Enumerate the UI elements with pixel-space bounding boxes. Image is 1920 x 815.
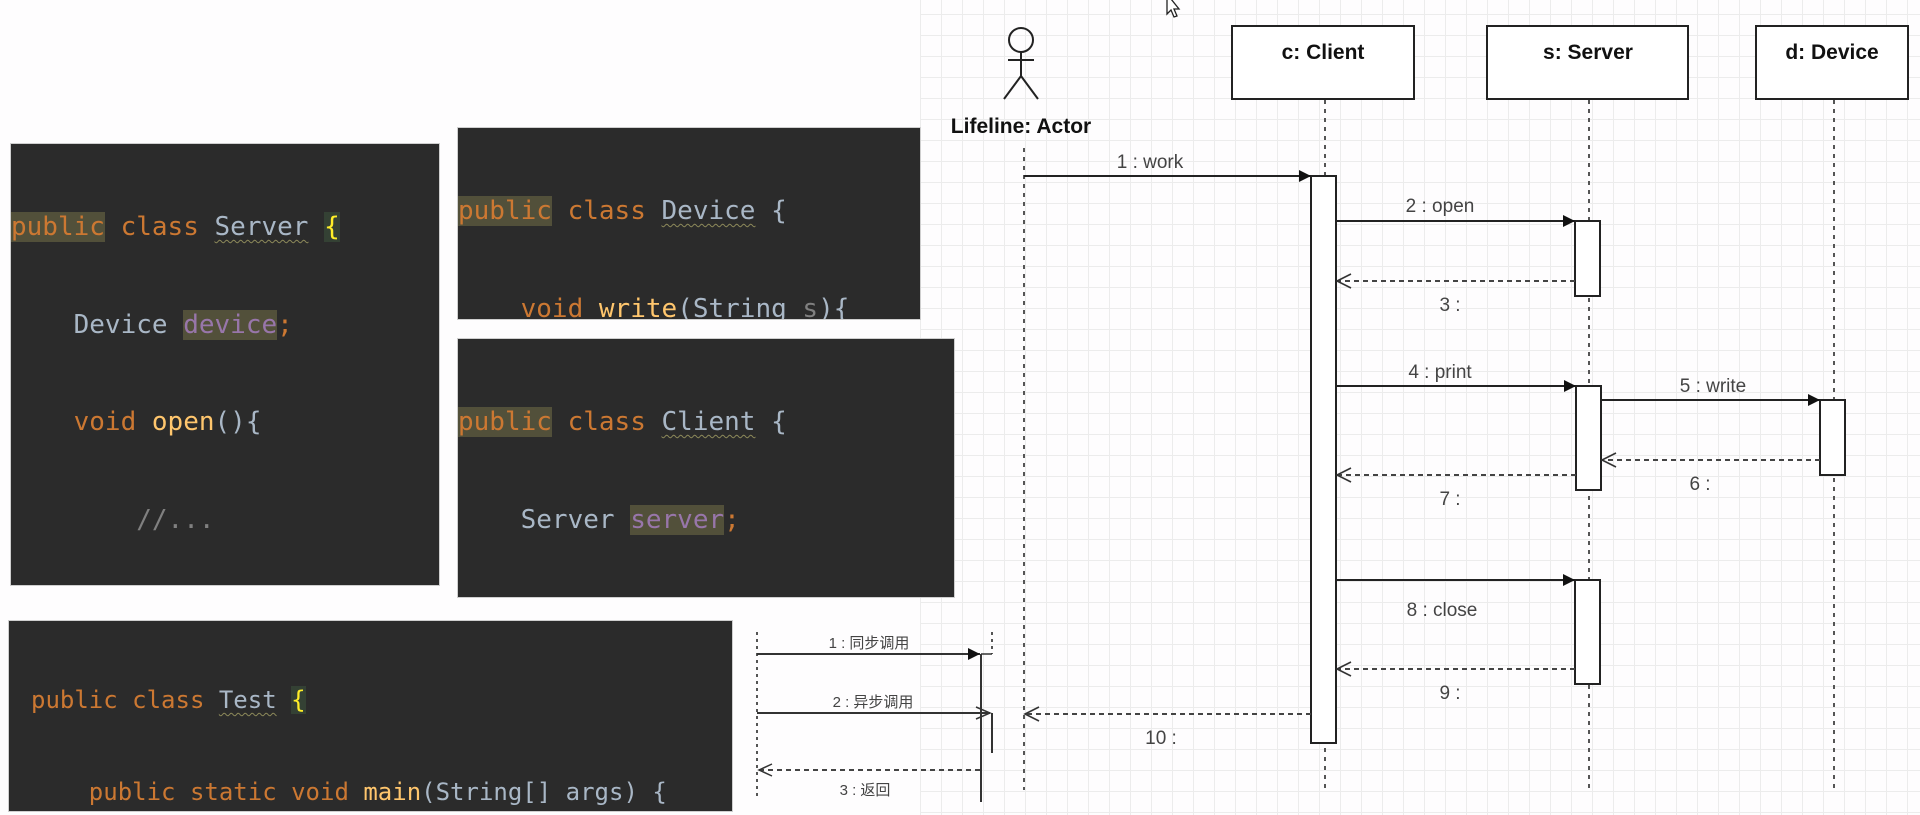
- legend-async-arrowhead: [975, 706, 992, 720]
- actor-leg-left: [1003, 75, 1022, 100]
- message-label: 4 : print: [1408, 362, 1472, 383]
- code-panel-test: public class Test { public static void m…: [8, 620, 733, 812]
- participant-device[interactable]: d: Device: [1755, 25, 1909, 100]
- code-token: Server: [520, 504, 615, 535]
- code-line: void open(){: [11, 406, 439, 439]
- code-line: Server server;: [458, 504, 954, 537]
- code-token: (String[] args) {: [421, 777, 667, 806]
- code-panel-server: public class Server { Device device; voi…: [10, 143, 440, 586]
- open-arrowhead: [1023, 706, 1040, 722]
- actor-label: Lifeline: Actor: [951, 115, 1091, 138]
- message-label: 5 : write: [1680, 376, 1747, 397]
- code-token: write: [598, 293, 678, 320]
- class-name: Server: [214, 212, 309, 242]
- code-token: s: [802, 293, 819, 320]
- code-token: ){: [818, 293, 850, 320]
- legend-return-arrowhead: [757, 763, 773, 777]
- code-token: Device: [73, 309, 168, 340]
- messages: 1 : work 2 : open 3 : 4 : print 5 : write 6 :…: [1023, 152, 1820, 749]
- code-line: void write(String s){: [458, 293, 920, 320]
- message-label: 8 : close: [1407, 600, 1478, 621]
- code-token: class: [132, 686, 205, 714]
- code-token: ;: [724, 504, 740, 535]
- server-activation-print: [1575, 385, 1602, 491]
- code-token: class: [120, 212, 199, 242]
- code-line: Device device;: [11, 309, 439, 342]
- code-line: public class Test {: [31, 685, 732, 716]
- message-label: 6 :: [1689, 474, 1710, 495]
- legend: 1 : 同步调用 2 : 异步调用 3 : 返回: [756, 632, 993, 802]
- code-token: public: [88, 777, 176, 806]
- diagram-grid-background: [920, 0, 1920, 815]
- participant-client[interactable]: c: Client: [1231, 25, 1415, 100]
- legend-return-label: 3 : 返回: [840, 782, 891, 799]
- code-token: static: [189, 777, 277, 806]
- code-token: server: [630, 504, 725, 535]
- client-activation: [1310, 175, 1337, 744]
- code-token: (String: [677, 293, 803, 320]
- code-panel-client: public class Client { Server server; voi…: [457, 338, 955, 598]
- participant-box: [1486, 25, 1689, 100]
- message-label: 10 :: [1145, 728, 1177, 749]
- code-line: //...: [11, 504, 439, 537]
- mouse-cursor-icon: [1166, 0, 1181, 18]
- code-token: public: [458, 407, 552, 437]
- message-label: 7 :: [1439, 489, 1460, 510]
- code-token: main: [363, 777, 422, 806]
- open-arrowhead: [1335, 661, 1352, 677]
- participant-server[interactable]: s: Server: [1486, 25, 1689, 100]
- code-token: device: [183, 309, 278, 340]
- actor-head-icon: [1008, 27, 1034, 53]
- code-token: void: [291, 777, 349, 806]
- code-token: public: [31, 686, 118, 714]
- code-token: public: [11, 212, 105, 242]
- message-label: 1 : work: [1117, 152, 1184, 173]
- code-token: ;: [277, 309, 293, 340]
- class-name: Client: [661, 407, 756, 437]
- code-token: public: [458, 196, 552, 226]
- code-token: (){: [214, 407, 262, 437]
- code-token: //...: [136, 504, 215, 535]
- legend-sync-label: 1 : 同步调用: [829, 635, 910, 652]
- message-label: 9 :: [1439, 683, 1460, 704]
- participant-label: s: Server: [1543, 41, 1633, 64]
- open-arrowhead: [1600, 452, 1617, 468]
- participant-box: [1755, 25, 1909, 100]
- open-arrowhead: [1335, 273, 1352, 289]
- message-label: 3 :: [1439, 295, 1460, 316]
- code-token: {: [755, 196, 787, 226]
- code-panel-device: public class Device { void write(String …: [457, 127, 921, 320]
- code-token: void: [520, 293, 584, 320]
- server-activation-close: [1574, 579, 1601, 685]
- code-token: void: [73, 407, 137, 437]
- code-line: public class Client {: [458, 406, 954, 439]
- message-label: 2 : open: [1406, 196, 1475, 217]
- actor-leg-right: [1020, 75, 1039, 100]
- class-name: Test: [218, 686, 277, 714]
- code-line: public class Server {: [11, 211, 439, 244]
- device-activation-write: [1819, 399, 1846, 476]
- code-line: public class Device {: [458, 195, 920, 228]
- legend-async-label: 2 : 异步调用: [833, 694, 914, 711]
- code-line: public static void main(String[] args) {: [31, 777, 732, 808]
- actor[interactable]: Lifeline: Actor: [951, 27, 1091, 138]
- code-token: open: [151, 407, 215, 437]
- class-name: Device: [661, 196, 756, 226]
- open-arrowhead: [1335, 467, 1352, 483]
- participant-box: [1231, 25, 1415, 100]
- participant-label: d: Device: [1785, 41, 1878, 64]
- code-token: {: [291, 686, 306, 714]
- participant-label: c: Client: [1282, 41, 1365, 64]
- server-activation-open: [1574, 220, 1601, 297]
- code-token: {: [324, 212, 340, 242]
- code-token: class: [567, 196, 646, 226]
- code-token: class: [567, 407, 646, 437]
- code-token: {: [755, 407, 787, 437]
